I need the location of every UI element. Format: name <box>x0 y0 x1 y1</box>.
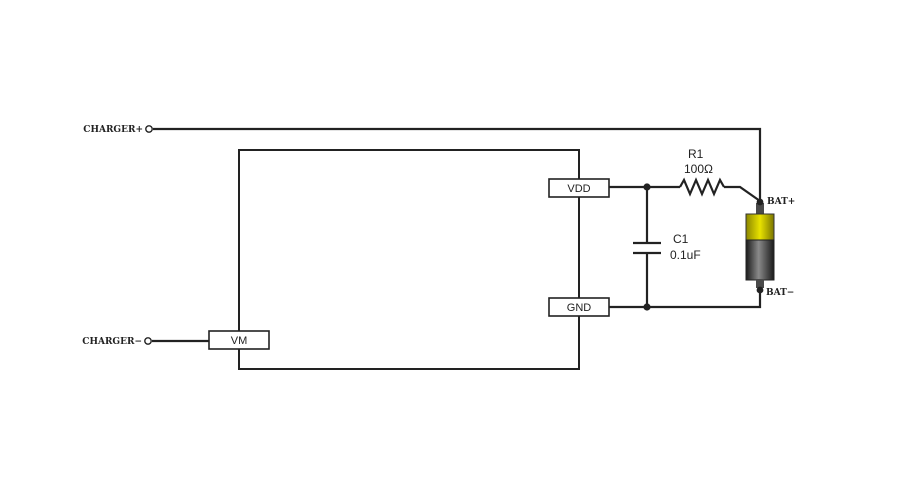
bat-plus-label: BAT+ <box>767 197 795 207</box>
charger-plus-terminal <box>145 125 153 133</box>
junction-vdd <box>643 183 651 191</box>
resistor-r1 <box>679 177 725 197</box>
pin-vdd-label: VDD <box>567 183 590 195</box>
pin-vm-label: VM <box>231 335 248 347</box>
gnd-wire <box>609 290 762 309</box>
pin-vm <box>208 330 270 350</box>
charger-minus-label: CHARGER− <box>82 337 142 347</box>
charger-plus-wire <box>153 127 762 201</box>
charger-plus-label: CHARGER+ <box>83 125 143 135</box>
capacitor-value: 0.1uF <box>670 248 701 262</box>
charger-minus-terminal <box>144 337 152 345</box>
resistor-value: 100Ω <box>684 162 713 176</box>
capacitor-ref: C1 <box>673 232 689 246</box>
battery-cell <box>745 203 775 288</box>
resistor-to-bat-wire <box>724 185 761 202</box>
resistor-ref: R1 <box>688 147 704 161</box>
ic-body <box>238 149 580 370</box>
bat-minus-node <box>756 286 764 294</box>
bat-minus-label: BAT− <box>766 288 794 298</box>
pin-gnd-label: GND <box>567 302 592 314</box>
bat-plus-node <box>756 198 764 206</box>
junction-gnd <box>643 303 651 311</box>
